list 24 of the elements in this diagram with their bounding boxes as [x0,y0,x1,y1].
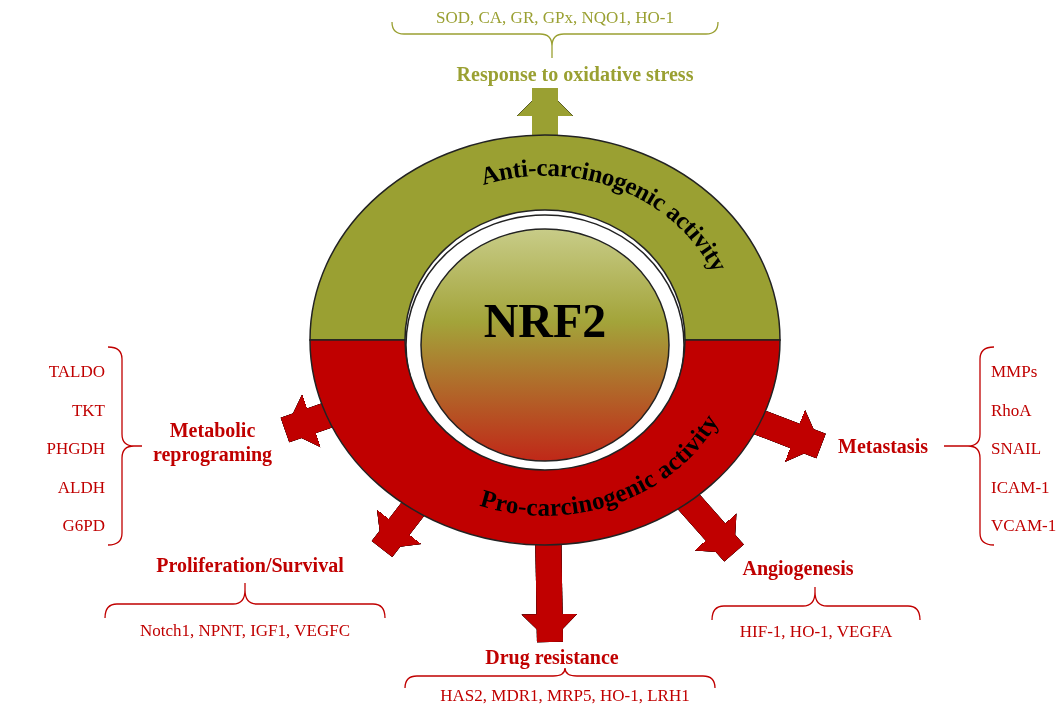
outcome-label: Proliferation/Survival [125,553,375,577]
gene-name: PHGDH [45,439,105,459]
outcome-label: Metabolic reprograming [145,418,280,466]
gene-list: HIF-1, HO-1, VEGFA [712,622,920,642]
gene-name: ICAM-1 [991,477,1051,498]
block-arrow [280,394,333,448]
gene-name: TKT [70,400,105,421]
block-arrow [517,88,573,137]
gene-name: ALDH [56,477,105,498]
gene-name: SNAIL [991,439,1043,459]
gene-list: Notch1, NPNT, IGF1, VEGFC [105,621,385,641]
center-label: NRF2 [482,293,608,349]
gene-name: TALDO [47,362,105,382]
gene-name: RhoA [991,400,1033,421]
gene-name: VCAM-1 [991,516,1058,536]
gene-name: MMPs [991,362,1039,382]
gene-name: G6PD [61,516,105,536]
outcome-label: Drug resistance [462,645,642,669]
outcome-label: Angiogenesis [728,556,868,580]
outcome-label: Response to oxidative stress [420,62,730,86]
gene-list: SOD, CA, GR, GPx, NQO1, HO-1 [390,8,720,28]
gene-list: HAS2, MDR1, MRP5, HO-1, LRH1 [405,686,725,706]
block-arrow [753,409,826,463]
outcome-label: Metastasis [824,434,942,458]
